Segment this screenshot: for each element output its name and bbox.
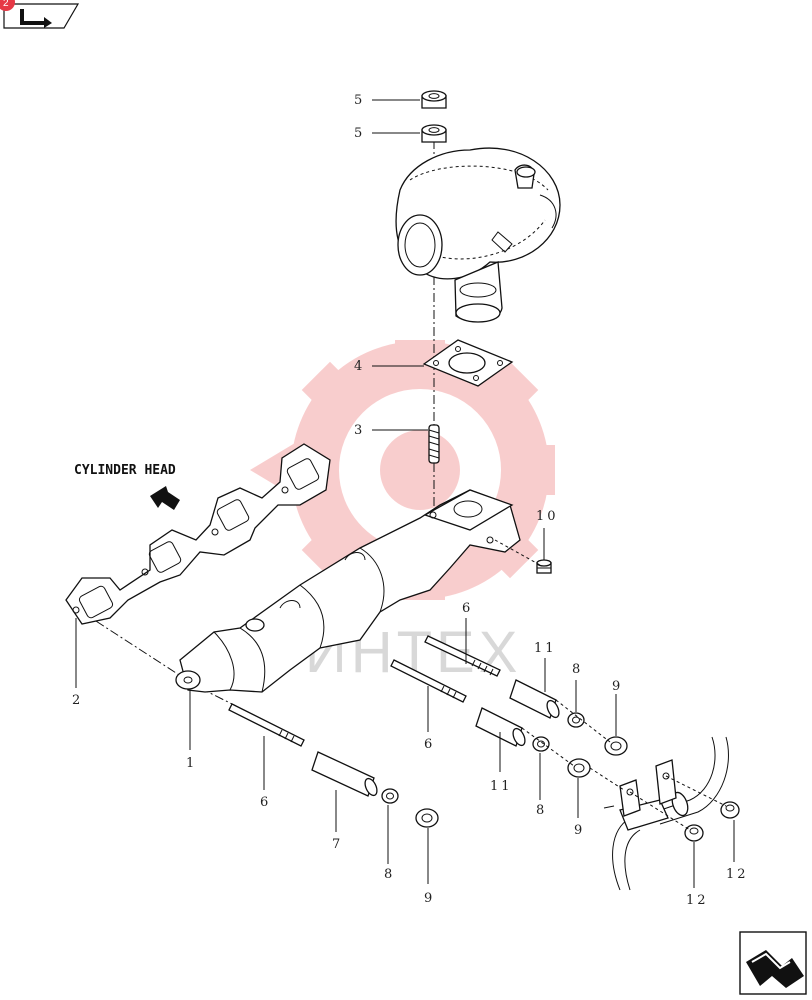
nut-upper (421, 90, 447, 109)
callouts: 5 5 4 3 10 2 1 6 6 6 7 11 11 8 8 8 9 9 9… (72, 93, 749, 908)
washer-middle (532, 736, 550, 752)
callout-4: 4 (354, 359, 362, 374)
washer-lower (381, 788, 399, 804)
alignment-line-bracket (589, 767, 625, 791)
alignment-line-plug (494, 539, 541, 566)
callout-8b: 8 (536, 803, 544, 818)
spacer-upper (509, 679, 560, 719)
next-page-button[interactable] (739, 931, 807, 995)
callout-6a: 6 (462, 601, 470, 616)
turbo-gasket (422, 339, 514, 387)
callout-9c: 9 (424, 891, 432, 906)
stud-long-middle (390, 659, 467, 703)
flange-nut-lower (415, 808, 439, 828)
alignment-line-middle (521, 727, 575, 767)
manifold-plug (536, 559, 552, 574)
prev-page-button[interactable] (3, 3, 80, 29)
callout-3: 3 (354, 423, 362, 438)
callout-6b: 6 (424, 737, 432, 752)
callout-12a: 12 (726, 867, 749, 882)
callout-11b: 11 (490, 779, 513, 794)
spacer-lower (311, 751, 378, 797)
prev-page-arrow-icon (20, 9, 52, 28)
washer-upper (567, 712, 585, 728)
spacer-middle (475, 707, 526, 747)
flange-nut-upper (604, 736, 628, 756)
alignment-line-gasket (81, 611, 191, 683)
cylinder-head-arrow-icon (150, 486, 180, 510)
callout-5a: 5 (354, 93, 362, 108)
stud-long-lower (228, 703, 305, 747)
nut-12-right (720, 801, 740, 819)
callout-8c: 8 (384, 867, 392, 882)
callout-5b: 5 (354, 126, 362, 141)
leader-lines (75, 99, 735, 888)
callout-8a: 8 (572, 662, 580, 677)
heat-shield-bracket (603, 736, 729, 891)
callout-7: 7 (332, 837, 340, 852)
callout-6c: 6 (260, 795, 268, 810)
cylinder-head-label: CYLINDER HEAD (74, 463, 176, 478)
callout-12b: 12 (686, 893, 709, 908)
callout-2: 2 (72, 693, 80, 708)
callout-10: 10 (536, 509, 559, 524)
flange-nut-middle (567, 758, 591, 778)
turbo-stud (428, 424, 440, 464)
turbocharger (395, 147, 561, 323)
callout-9b: 9 (574, 823, 582, 838)
nut-12-left (684, 824, 704, 842)
next-page-arrow-icon (746, 950, 804, 988)
callout-11a: 11 (534, 641, 557, 656)
callout-9a: 9 (612, 679, 620, 694)
page-badge-text: 2 (3, 0, 9, 9)
exhaust-manifold (175, 489, 521, 693)
callout-1: 1 (186, 756, 194, 771)
nut-lower (421, 124, 447, 143)
page-badge: 2 (0, 0, 15, 11)
stud-long-upper (424, 635, 501, 677)
alignment-line-12a (665, 775, 727, 807)
manifold-gasket (65, 443, 331, 625)
